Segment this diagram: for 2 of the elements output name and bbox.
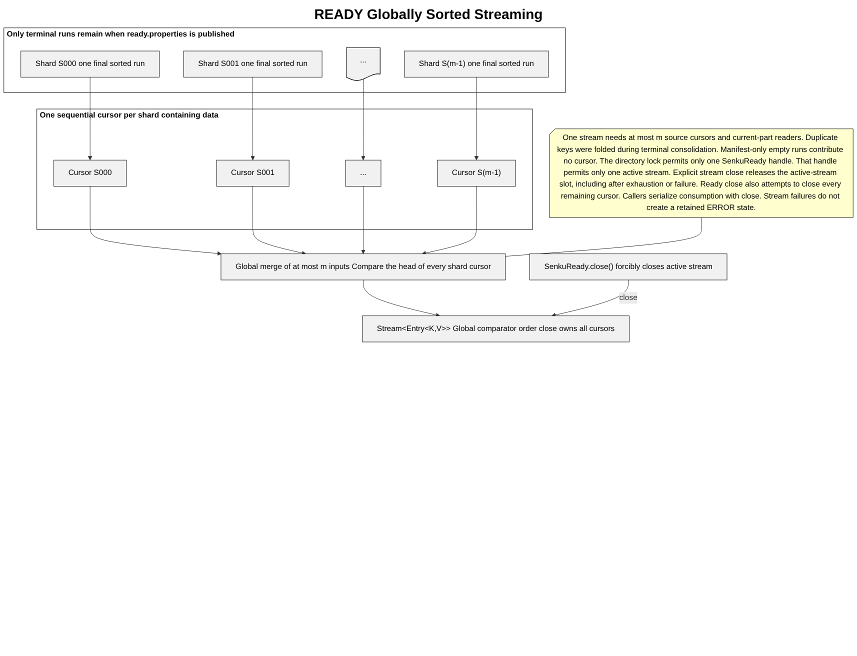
connector [505, 218, 702, 257]
diagram-title: READY Globally Sorted Streaming [313, 6, 544, 22]
